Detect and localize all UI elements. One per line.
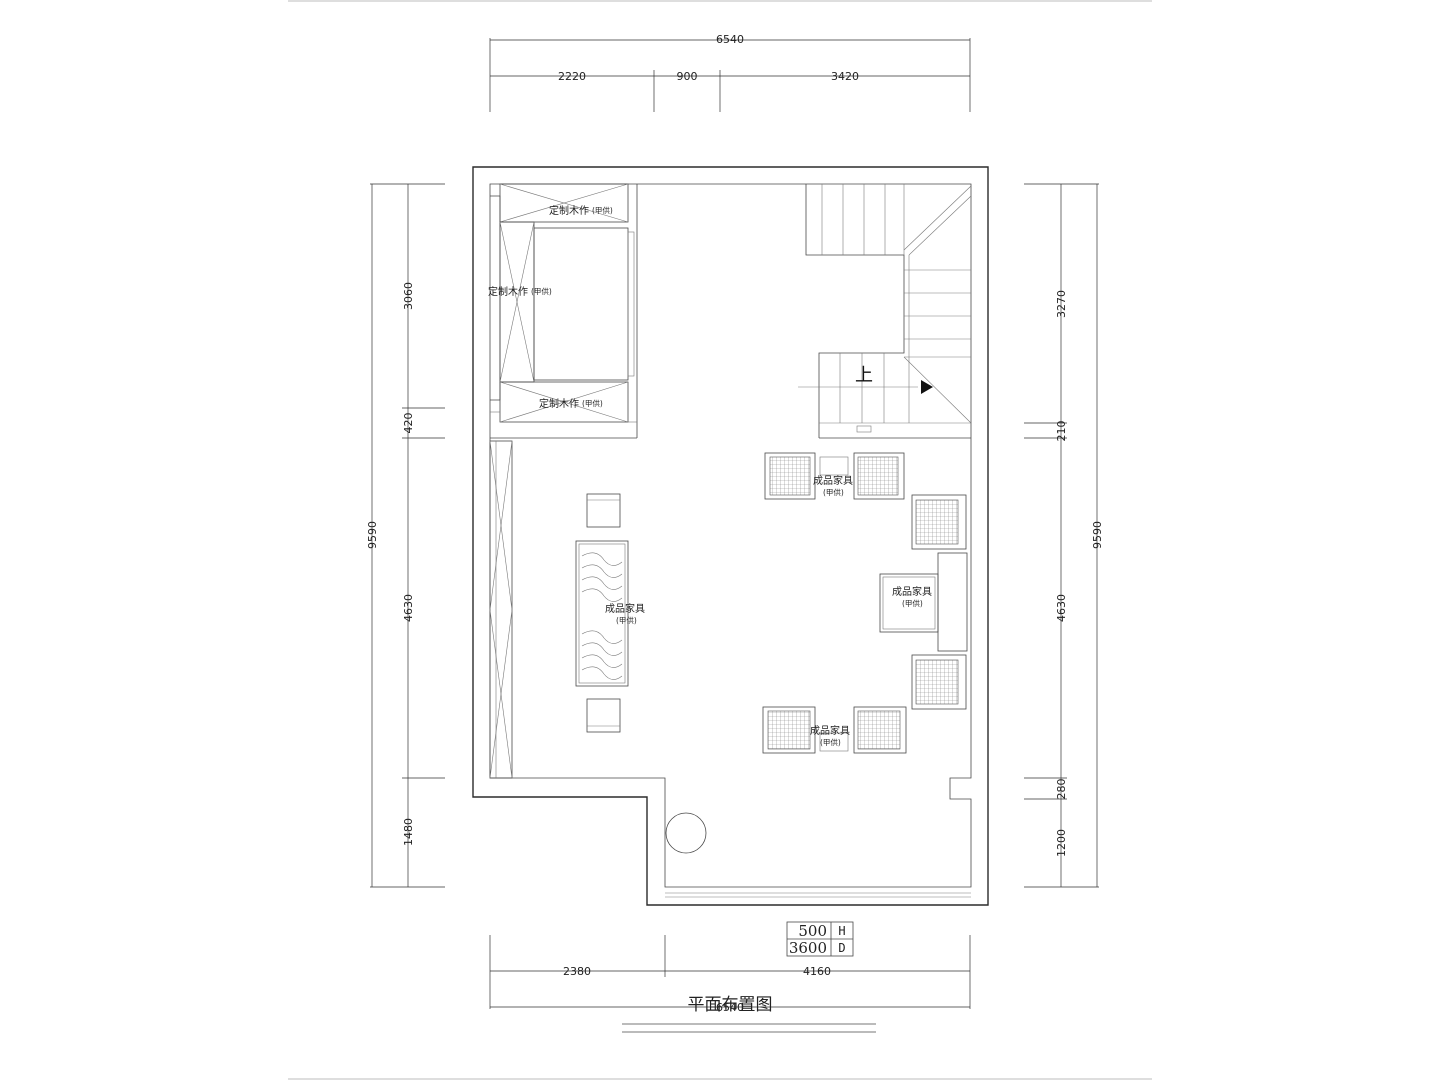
dim-left-total: 9590 bbox=[366, 521, 379, 549]
furniture-table-sub: (甲供) bbox=[616, 615, 637, 625]
dim-right-seg-5: 1200 bbox=[1055, 829, 1068, 857]
custom-top-sub: (甲供) bbox=[592, 205, 613, 215]
dim-left-seg-1: 3060 bbox=[402, 282, 415, 310]
dim-right-seg-2: 210 bbox=[1055, 421, 1068, 442]
furniture-bottom-label: 成品家具 bbox=[810, 724, 850, 737]
level-badge: 500 H 3600 D bbox=[786, 921, 854, 957]
dim-left-seg-2: 420 bbox=[402, 413, 415, 434]
level-height-value: 500 bbox=[798, 922, 827, 940]
outer-walls bbox=[472, 166, 989, 906]
chair-bottom-right bbox=[853, 706, 907, 754]
custom-bottom-label: 定制木作 bbox=[539, 397, 579, 410]
furniture-bottom-sub: (甲供) bbox=[820, 737, 841, 747]
custom-top-label: 定制木作 bbox=[549, 204, 589, 217]
custom-left-sub: (甲供) bbox=[531, 286, 552, 296]
stair-direction-arrow-icon bbox=[921, 380, 933, 394]
dim-top-total: 6540 bbox=[716, 33, 744, 46]
custom-cabinetry: 定制木作 (甲供) 定制木作 (甲供) 定制木作 (甲供) bbox=[488, 183, 637, 423]
furniture-right-label: 成品家具 bbox=[892, 585, 932, 598]
dim-bottom-total: 6540 bbox=[716, 1001, 744, 1014]
top-dimensions: 6540 2220 900 3420 bbox=[489, 33, 971, 112]
wood-grain bbox=[581, 552, 623, 680]
custom-left-label: 定制木作 bbox=[488, 285, 528, 298]
chair-right-upper bbox=[911, 494, 967, 550]
staircase: 上 bbox=[798, 184, 972, 438]
level-depth-value: 3600 bbox=[789, 939, 827, 957]
furniture-top-label: 成品家具 bbox=[813, 474, 853, 487]
stair-up-label: 上 bbox=[855, 365, 873, 386]
lounge-chairs bbox=[762, 452, 967, 754]
chair-top-right bbox=[853, 452, 905, 500]
furniture-right-sub: (甲供) bbox=[902, 598, 923, 608]
furniture-table-label: 成品家具 bbox=[605, 602, 645, 615]
level-depth-letter: D bbox=[838, 941, 845, 955]
round-planter bbox=[665, 812, 707, 854]
dim-right-seg-3: 4630 bbox=[1055, 594, 1068, 622]
console-table bbox=[879, 552, 968, 652]
drawing-title-block: 平面布置图 bbox=[622, 995, 876, 1033]
level-height-letter: H bbox=[838, 924, 845, 938]
dining-table-set: 成品家具 (甲供) bbox=[575, 493, 645, 733]
wall-cabinet bbox=[489, 440, 513, 779]
dim-bottom-seg-2: 4160 bbox=[803, 965, 831, 978]
dim-left-seg-3: 4630 bbox=[402, 594, 415, 622]
custom-bottom-sub: (甲供) bbox=[582, 398, 603, 408]
bottom-dimensions: 2380 4160 6540 bbox=[489, 935, 971, 1014]
furniture-top-sub: (甲供) bbox=[823, 487, 844, 497]
right-dimensions: 9590 3270 210 4630 280 1200 bbox=[1024, 183, 1104, 888]
dim-top-seg-2: 900 bbox=[677, 70, 698, 83]
dim-bottom-seg-1: 2380 bbox=[563, 965, 591, 978]
drawing-title: 平面布置图 bbox=[688, 995, 773, 1015]
dim-right-seg-4: 280 bbox=[1055, 779, 1068, 800]
chair-top-left bbox=[764, 452, 816, 500]
chair-right-lower bbox=[911, 654, 967, 710]
dim-top-seg-3: 3420 bbox=[831, 70, 859, 83]
sheet-frame bbox=[288, 0, 1152, 1080]
dim-left-seg-4: 1480 bbox=[402, 818, 415, 846]
dim-top-seg-1: 2220 bbox=[558, 70, 586, 83]
chair-bottom-left bbox=[762, 706, 816, 754]
dim-right-total: 9590 bbox=[1091, 521, 1104, 549]
left-dimensions: 9590 3060 420 4630 1480 bbox=[366, 183, 445, 888]
dim-right-seg-1: 3270 bbox=[1055, 290, 1068, 318]
